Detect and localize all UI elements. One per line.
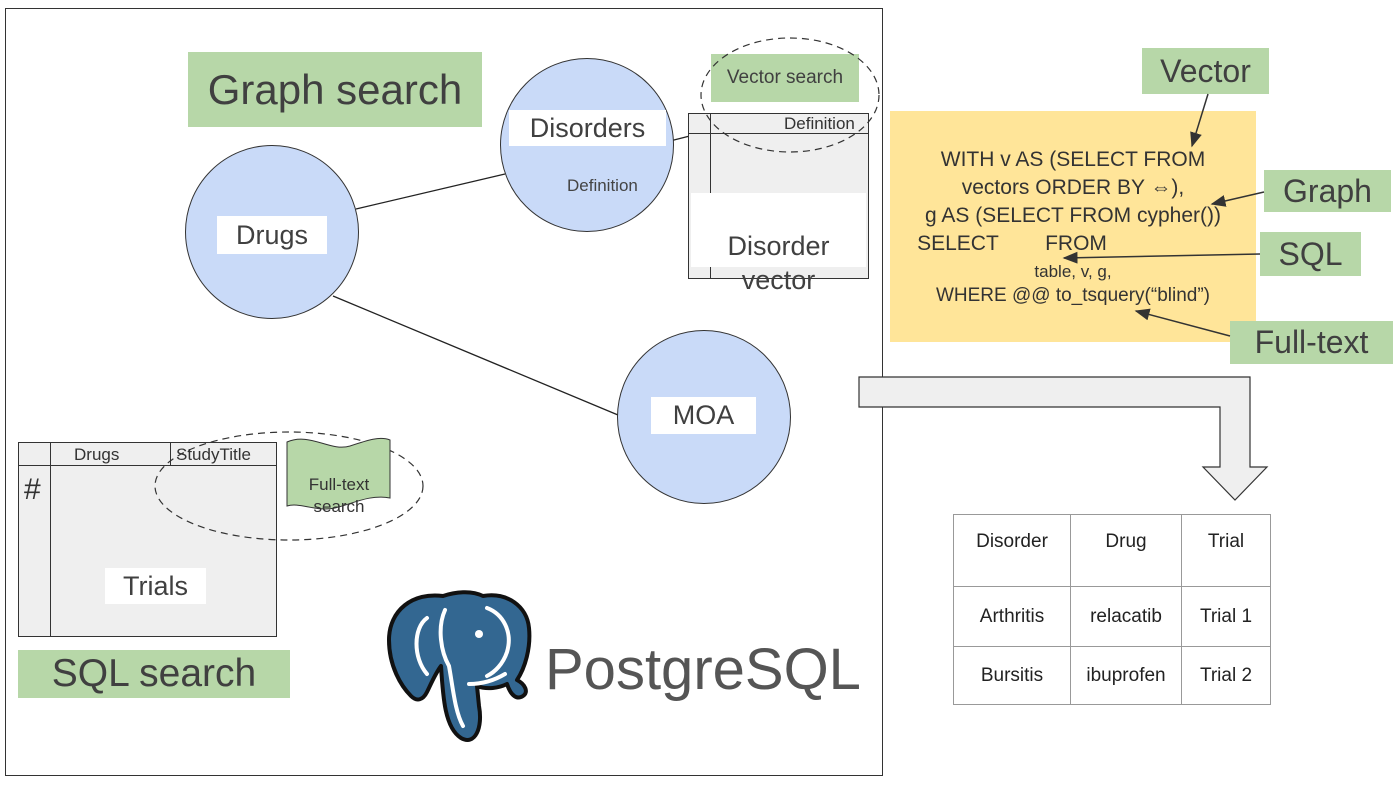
disorder-table-header-line — [688, 133, 869, 134]
trials-table-title: Trials — [105, 568, 206, 604]
query-line-2: vectors ORDER BY ⇔), — [961, 176, 1185, 199]
fulltext-search-flag — [286, 437, 391, 510]
trials-table-col-drugs: Drugs — [74, 445, 120, 464]
disorder-table-header: Definition — [784, 114, 855, 133]
results-header-disorder: Disorder — [953, 514, 1071, 587]
disorder-vector-title: Disorder vector — [691, 193, 866, 295]
fulltext-search-ellipse — [154, 431, 424, 541]
graph-search-label: Graph search — [188, 52, 482, 127]
trials-table-col-line-2 — [170, 442, 171, 465]
trials-table — [18, 442, 277, 637]
moa-node-label: MOA — [651, 397, 756, 434]
moa-node — [617, 330, 791, 504]
fulltext-search-label: Full-text search — [308, 475, 370, 516]
drugs-node-label: Drugs — [217, 216, 327, 254]
results-table: Disorder Drug Trial Arthritis relacatib … — [953, 514, 1271, 705]
postgresql-wordmark: PostgreSQL — [545, 637, 861, 702]
results-header-trial: Trial — [1181, 514, 1271, 587]
sql-callout: SQL — [1260, 232, 1361, 276]
sql-search-label: SQL search — [18, 650, 290, 698]
results-header-drug: Drug — [1070, 514, 1182, 587]
results-flow-arrow — [858, 376, 1269, 501]
trials-table-col-line-1 — [50, 442, 51, 637]
graph-callout-arrow — [1210, 191, 1265, 207]
edge-drugs-moa — [332, 295, 619, 416]
sql-callout-arrow — [1062, 251, 1261, 264]
results-row-2-trial: Trial 2 — [1181, 646, 1271, 705]
results-row-1-trial: Trial 1 — [1181, 586, 1271, 647]
query-line-5: table, v, g, — [1034, 262, 1112, 281]
results-row-2-disorder: Bursitis — [953, 646, 1071, 705]
vector-callout: Vector — [1142, 48, 1269, 94]
disorders-node-sublabel: Definition — [567, 176, 638, 195]
trials-table-row-marker: # — [24, 473, 41, 506]
query-line-4: SELECT FROM — [917, 232, 1107, 255]
results-row-1-drug: relacatib — [1070, 586, 1182, 647]
results-row-2-drug: ibuprofen — [1070, 646, 1182, 705]
disorders-node-label: Disorders — [509, 110, 666, 146]
fulltext-callout-arrow — [1134, 308, 1231, 337]
postgresql-elephant-icon — [387, 590, 532, 742]
graph-callout: Graph — [1264, 170, 1391, 212]
vector-search-label: Vector search — [711, 54, 859, 102]
query-line-6: WHERE @@ to_tsquery(“blind”) — [935, 285, 1211, 306]
hybrid-query-box — [890, 111, 1256, 342]
vector-callout-arrow — [1190, 93, 1209, 148]
edge-drugs-disorders — [355, 173, 506, 210]
results-row-1-disorder: Arthritis — [953, 586, 1071, 647]
trials-table-header-line — [18, 465, 277, 466]
trials-table-col-studytitle: StudyTitle — [176, 445, 251, 464]
fulltext-callout: Full-text — [1230, 321, 1393, 364]
query-line-1: WITH v AS (SELECT FROM — [940, 148, 1206, 171]
query-line-3: g AS (SELECT FROM cypher()) — [924, 204, 1221, 227]
